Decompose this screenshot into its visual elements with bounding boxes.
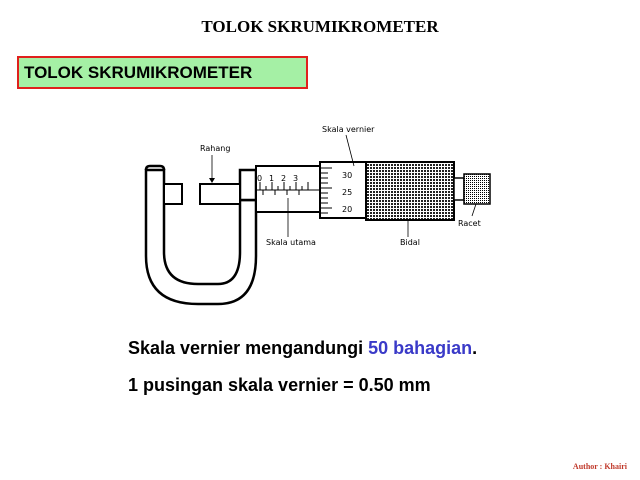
label-rahang: Rahang [200, 144, 230, 153]
title-label-box: TOLOK SKRUMIKROMETER [17, 56, 308, 89]
main-scale-0: 0 [257, 174, 262, 183]
main-scale-1: 1 [269, 174, 274, 183]
vernier-20: 20 [342, 205, 352, 214]
racet-knob [463, 173, 491, 205]
label-racet: Racet [458, 219, 481, 228]
slide-title: TOLOK SKRUMIKROMETER [201, 17, 439, 36]
line1-suffix: . [472, 338, 478, 358]
ratchet-neck [453, 177, 465, 201]
label-skala-utama: Skala utama [266, 238, 316, 247]
vernier-30: 30 [342, 171, 352, 180]
label-bidal: Bidal [400, 238, 420, 247]
micrometer-drawing: 0 1 2 3 30 25 20 [144, 125, 491, 306]
vernier-thimble: 30 25 20 [319, 161, 367, 219]
micrometer-diagram: 0 1 2 3 30 25 20 [136, 122, 506, 322]
rotation-statement: 1 pusingan skala vernier = 0.50 mm [128, 375, 431, 395]
line1-highlight: 50 bahagian [368, 338, 473, 358]
author-credit: Author : Khairi [572, 462, 627, 471]
bidal-knurl [365, 161, 455, 221]
sleeve: 0 1 2 3 [255, 165, 321, 213]
line1-prefix: Skala vernier mengandungi [128, 338, 369, 358]
label-skala-vernier: Skala vernier [322, 125, 375, 134]
main-scale-3: 3 [293, 174, 298, 183]
rahang-jaws [163, 183, 241, 205]
frame [144, 164, 258, 306]
main-scale-2: 2 [281, 174, 286, 183]
vernier-25: 25 [342, 188, 352, 197]
vernier-divisions-statement: Skala vernier mengandungi 50 bahagian. [128, 338, 477, 359]
